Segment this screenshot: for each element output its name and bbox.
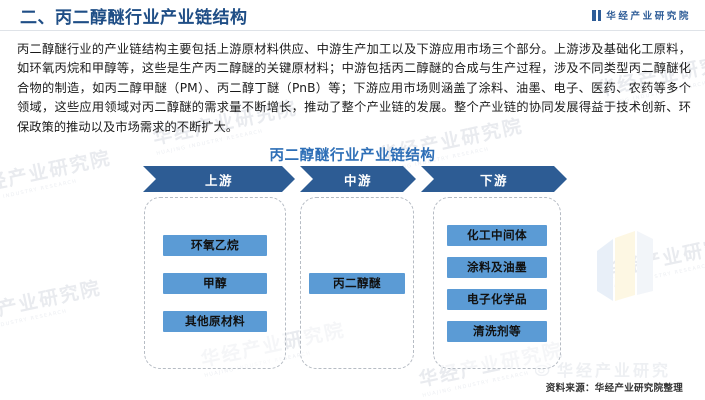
- page-title: 二、丙二醇醚行业产业链结构: [20, 7, 248, 28]
- brand-name: 华经产业研究院: [606, 11, 691, 22]
- stage-chevron-upstream[interactable]: 上游: [143, 166, 295, 192]
- stage-label: 中游: [343, 172, 372, 188]
- figure-title: 丙二醇醚行业产业链结构: [269, 148, 436, 165]
- stage-chevron-midstream[interactable]: 中游: [300, 166, 416, 192]
- chain-node[interactable]: 化工中间体: [447, 224, 547, 246]
- chain-node[interactable]: 丙二醇醚: [309, 272, 405, 294]
- stage-label: 下游: [479, 172, 508, 188]
- stage-columns: 环氧乙烷 甲醇 其他原材料 丙二醇醚 化工中间体 涂料及油墨 电子化学品 清洗剂…: [143, 197, 567, 370]
- brand-logo: 华经产业研究院: [592, 8, 691, 22]
- watermark-text: 华经产业研究院 HUAJING INDUSTRY RESEARCH: [598, 231, 705, 291]
- chain-node[interactable]: 甲醇: [163, 272, 267, 294]
- intro-paragraph: 丙二醇醚行业的产业链结构主要包括上游原材料供应、中游生产加工以及下游应用市场三个…: [17, 42, 691, 134]
- stage-chevron-band: 上游 中游 下游: [143, 166, 567, 192]
- watermark-text: 华经产业研究院 HUAJING INDUSTRY RESEARCH: [0, 277, 104, 337]
- weibo-watermark-text: 华经产业研究: [556, 361, 671, 380]
- stage-column-midstream: 丙二醇醚: [300, 197, 414, 370]
- chain-node[interactable]: 涂料及油墨: [447, 256, 547, 278]
- stage-column-upstream: 环氧乙烷 甲醇 其他原材料: [144, 197, 286, 370]
- stage-column-downstream: 化工中间体 涂料及油墨 电子化学品 清洗剂等: [433, 197, 561, 370]
- value-chain-figure: 丙二醇醚行业产业链结构 上游 中游 下游 环氧乙烷 甲醇 其他原材料 丙二醇醚 …: [0, 144, 705, 370]
- ribbon-decoration-icon: [597, 231, 653, 302]
- figure-source: 资料来源：华经产业研究院整理: [545, 383, 683, 394]
- chain-node[interactable]: 清洗剂等: [447, 320, 547, 342]
- chain-node[interactable]: 环氧乙烷: [163, 234, 267, 256]
- stage-label: 上游: [204, 172, 233, 188]
- page-header: 二、丙二醇醚行业产业链结构 华经产业研究院: [0, 0, 705, 31]
- chain-node[interactable]: 其他原材料: [163, 310, 267, 332]
- chain-node[interactable]: 电子化学品: [447, 288, 547, 310]
- stage-chevron-downstream[interactable]: 下游: [421, 166, 567, 192]
- book-icon: [592, 9, 602, 21]
